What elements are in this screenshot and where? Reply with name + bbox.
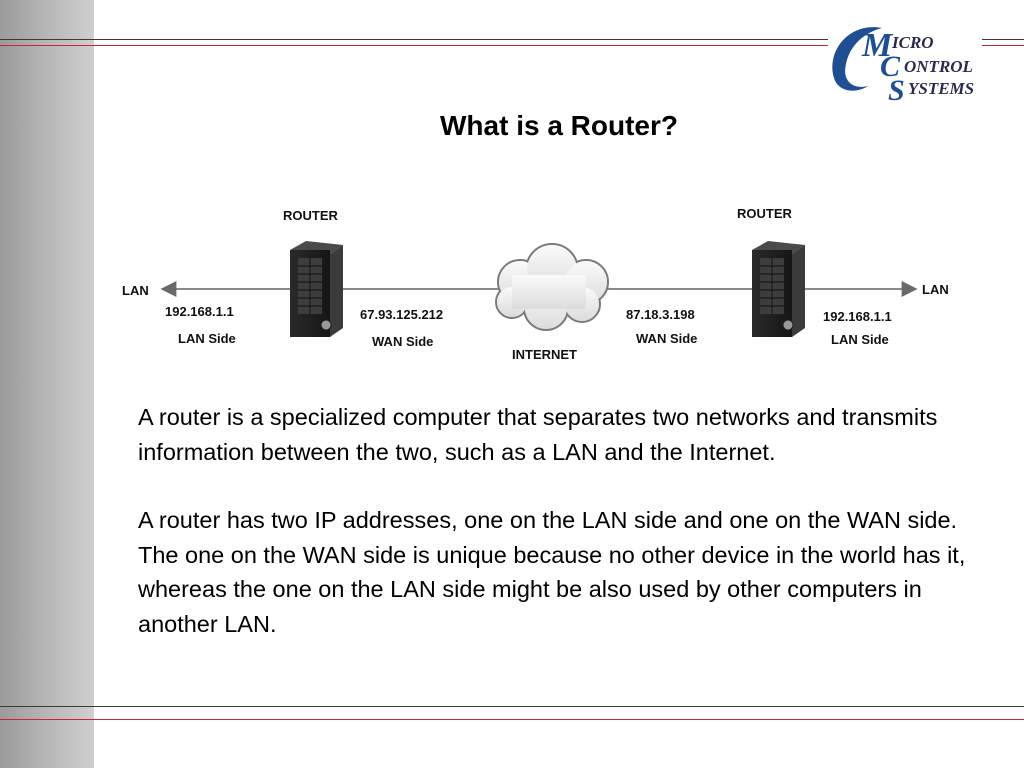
left-wan-side-label: WAN Side (372, 334, 433, 349)
internet-label: INTERNET (512, 347, 577, 362)
paragraph-2: A router has two IP addresses, one on th… (138, 507, 966, 637)
top-rule-red-right (982, 45, 1024, 46)
body-text: A router is a specialized computer that … (138, 400, 988, 675)
top-rule-red (0, 45, 828, 46)
internet-cloud-icon (495, 243, 609, 331)
left-lan-label: LAN (122, 283, 149, 298)
router-network-diagram: ROUTER LAN 192.168.1.1 LAN Side 67.93.12… (122, 206, 949, 362)
left-lan-side-label: LAN Side (178, 331, 236, 346)
right-lan-label: LAN (922, 282, 949, 297)
left-router-label: ROUTER (283, 208, 339, 223)
left-wan-ip: 67.93.125.212 (360, 307, 443, 322)
right-wan-side-label: WAN Side (636, 331, 697, 346)
logo-line-2: ONTROL (904, 57, 973, 76)
slide-title: What is a Router? (439, 110, 678, 141)
side-bar (0, 0, 94, 768)
logo-line-1: ICRO (891, 33, 934, 52)
logo-c-letter: C (880, 50, 901, 83)
left-router-icon (290, 241, 343, 337)
right-router-icon (752, 241, 805, 337)
bottom-rule-dark (0, 706, 1024, 707)
logo-m-letter: M (861, 27, 894, 64)
right-lan-side-label: LAN Side (831, 332, 889, 347)
logo-s-letter: S (888, 74, 905, 102)
logo-line-3: YSTEMS (908, 79, 974, 98)
left-lan-ip: 192.168.1.1 (165, 304, 234, 319)
company-logo: M ICRO C ONTROL S YSTEMS (832, 27, 974, 102)
right-router-label: ROUTER (737, 206, 793, 221)
right-lan-ip: 192.168.1.1 (823, 309, 892, 324)
right-wan-ip: 87.18.3.198 (626, 307, 695, 322)
top-rule-dark (0, 39, 828, 40)
top-rule-dark-right (982, 39, 1024, 40)
paragraph-1: A router is a specialized computer that … (138, 404, 938, 465)
logo-swoosh (832, 27, 882, 91)
bottom-rule-red (0, 719, 1024, 720)
